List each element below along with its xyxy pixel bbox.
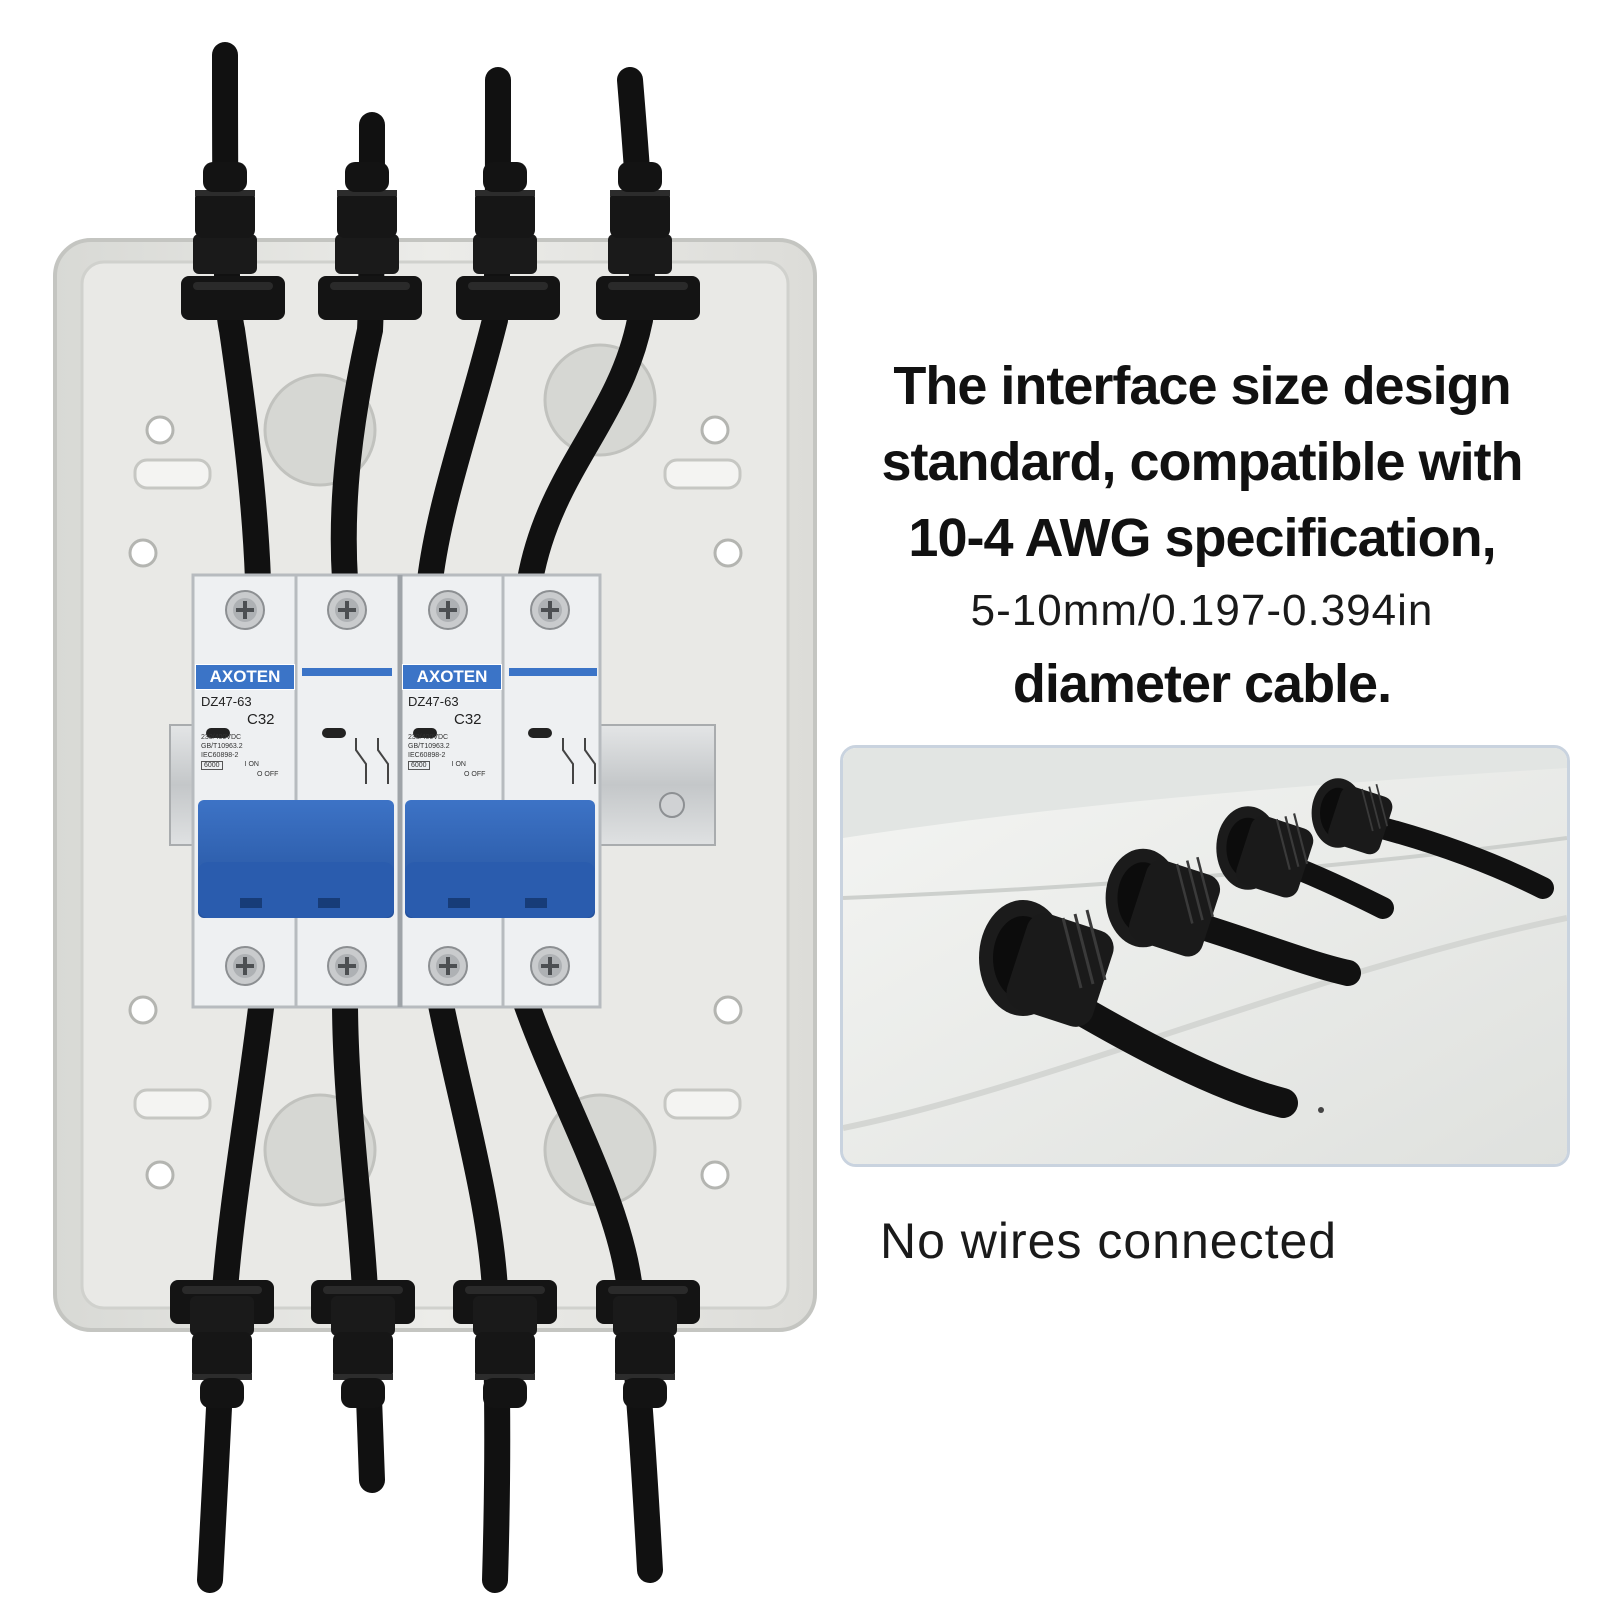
breaker-2-label: AXOTEN DZ47-63 C32 230/400VDC GB/T10963.… bbox=[402, 664, 502, 778]
breaker-1-rating: C32 bbox=[247, 711, 275, 728]
breaker-2-on: I ON bbox=[451, 761, 466, 768]
headline-line-4: 5-10mm/0.197-0.394in bbox=[970, 586, 1434, 635]
breaker-2-std1: GB/T10963.2 bbox=[408, 743, 450, 750]
breaker-2-voltage: 230/400VDC bbox=[408, 734, 449, 741]
breaker-2-capacity: 6000 bbox=[408, 761, 430, 770]
breaker-1-on: I ON bbox=[244, 761, 259, 768]
breaker-2-model: DZ47-63 bbox=[408, 694, 459, 709]
breaker-2-brand: AXOTEN bbox=[402, 664, 502, 690]
no-wires-note: No wires connected bbox=[880, 1213, 1338, 1269]
breaker-1-label: AXOTEN DZ47-63 C32 230/400VDC GB/T10963.… bbox=[195, 664, 295, 778]
headline-line-3: 10-4 AWG specification, bbox=[908, 508, 1496, 568]
headline-line-5: diameter cable. bbox=[1012, 654, 1392, 714]
headline-line-2: standard, compatible with bbox=[881, 432, 1523, 492]
headline-line-1: The interface size design bbox=[893, 356, 1511, 416]
breaker-2-rating: C32 bbox=[454, 711, 482, 728]
breaker-1-brand: AXOTEN bbox=[195, 664, 295, 690]
breaker-1-capacity: 6000 bbox=[201, 761, 223, 770]
breaker-1-off: O OFF bbox=[257, 771, 279, 778]
breaker-1-voltage: 230/400VDC bbox=[201, 734, 242, 741]
breaker-1-model: DZ47-63 bbox=[201, 694, 252, 709]
gland-closeup-image bbox=[840, 745, 1570, 1167]
breaker-2-std2: IEC60898-2 bbox=[408, 752, 446, 759]
headline: The interface size design standard, comp… bbox=[832, 348, 1572, 722]
breaker-1-std2: IEC60898-2 bbox=[201, 752, 239, 759]
breaker-2-off: O OFF bbox=[464, 771, 486, 778]
breaker-1-std1: GB/T10963.2 bbox=[201, 743, 243, 750]
